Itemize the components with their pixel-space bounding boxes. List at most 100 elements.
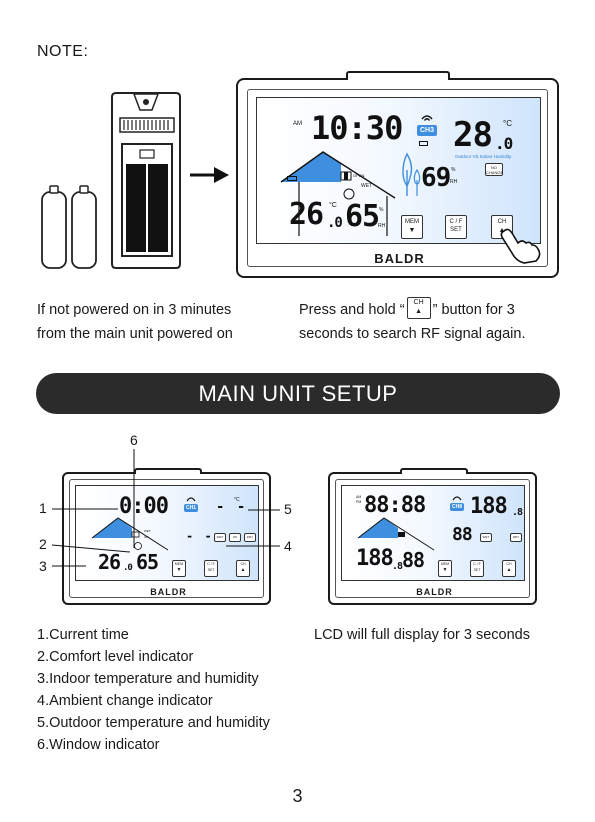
indoor-vs-outdoor-label: Outdoor VS Indoor Humidity xyxy=(455,154,512,159)
callout-6: 6 xyxy=(130,432,138,448)
right-outdoor-temp-decimal: .8 xyxy=(512,507,523,518)
set-button-label: SET xyxy=(450,227,462,233)
indoor-temperature: 26 xyxy=(289,197,324,232)
legend-list: 1.Current time 2.Comfort level indicator… xyxy=(37,624,270,756)
mem-button[interactable]: MEM ▼ xyxy=(401,215,423,239)
right-indoor-temperature: 188 xyxy=(356,546,394,571)
left-wet-label: WET xyxy=(144,529,151,533)
right-channel-label: CH xyxy=(451,503,460,510)
tree-icon xyxy=(402,152,421,196)
left-dry-indicator: DRY xyxy=(244,533,256,542)
clock-display: 10:30 xyxy=(311,109,403,147)
channel-label: CH xyxy=(419,127,431,134)
legend-item: 3.Indoor temperature and humidity xyxy=(37,671,259,687)
legend-item: 4.Ambient change indicator xyxy=(37,693,213,709)
left-out-unit: °C xyxy=(234,497,240,503)
caption-search-rf-line2: seconds to search RF signal again. xyxy=(299,326,526,342)
right-ch-button[interactable]: CH ▲ xyxy=(502,560,516,577)
left-indoor-temp-decimal: .0 xyxy=(123,563,133,573)
device-brand: BALDR xyxy=(374,251,425,266)
left-device-brand: BALDR xyxy=(150,587,187,597)
right-cf-label: C / F xyxy=(473,562,481,566)
page-number: 3 xyxy=(292,786,303,806)
right-ch-up-icon: ▲ xyxy=(506,566,512,573)
left-mid-dashes: - - xyxy=(186,529,214,543)
left-indoor-temperature: 26 xyxy=(98,550,121,574)
outdoor-temp-unit: °C xyxy=(503,119,512,128)
main-unit-left: 0:00 CH1 °C - - WET OK - - WET OK DRY 26… xyxy=(62,468,271,605)
outdoor-temperature-decimal: .0 xyxy=(495,134,513,153)
callout-5: 5 xyxy=(284,501,292,517)
legend-item: 5.Outdoor temperature and humidity xyxy=(37,715,270,731)
house-window-icon xyxy=(280,151,396,236)
no-change-indicator: NO CHANGE xyxy=(485,163,503,176)
left-ok-label: OK xyxy=(144,535,149,539)
channel-number: 3 xyxy=(430,127,435,134)
main-unit-setup-banner: MAIN UNIT SETUP xyxy=(36,373,560,414)
right-mem-label: MEM xyxy=(440,562,450,566)
right-mem-down-icon: ▼ xyxy=(442,566,448,573)
outdoor-hum-unit: % xyxy=(451,167,456,173)
cf-set-button[interactable]: C / F SET xyxy=(445,215,467,239)
right-device-brand: BALDR xyxy=(416,587,453,597)
callout-2: 2 xyxy=(39,536,47,552)
caption-search-rf: Press and hold “CH▲” button for 3 second… xyxy=(299,297,569,346)
inline-ch-label: CH xyxy=(413,299,424,307)
indoor-temperature-decimal: .0 xyxy=(327,215,343,231)
right-indoor-temp-decimal: .8 xyxy=(392,561,403,572)
callout-4: 4 xyxy=(284,538,292,554)
left-ch-button[interactable]: CH ▲ xyxy=(236,560,250,577)
device-bezel xyxy=(247,89,548,267)
caption-search-rf-a: Press and hold “ xyxy=(299,302,405,318)
right-mem-button[interactable]: MEM ▼ xyxy=(438,560,452,577)
inline-ch-button: CH▲ xyxy=(406,297,431,320)
indoor-hum-unit: % xyxy=(379,207,384,213)
cf-button-label: C / F xyxy=(449,219,463,225)
caption-search-rf-b: ” button for 3 xyxy=(432,302,515,318)
lcd-screen-right: AM PM 88:88 CH8 188 .8 88 WET DRY 188 .8… xyxy=(341,485,525,581)
right-set-label: SET xyxy=(473,567,481,572)
right-channel-badge: CH8 xyxy=(450,503,464,511)
inline-ch-up-icon: ▲ xyxy=(415,308,423,316)
indoor-temp-unit: °C xyxy=(329,202,337,209)
arrow-right-icon xyxy=(190,167,229,183)
note-label: NOTE: xyxy=(37,43,89,60)
lcd-screen-left: 0:00 CH1 °C - - WET OK - - WET OK DRY 26… xyxy=(75,485,259,581)
left-channel-number: 1 xyxy=(193,504,196,511)
left-ch-up-icon: ▲ xyxy=(240,566,246,573)
left-signal-icon xyxy=(186,497,196,502)
right-outdoor-temperature: 188 xyxy=(470,494,508,519)
battery-icon xyxy=(419,141,428,146)
left-cf-set-button[interactable]: C / F SET xyxy=(204,560,218,577)
outdoor-humidity: 69 xyxy=(421,163,451,193)
device-top-tab xyxy=(346,71,450,80)
left-ok-indicator: OK xyxy=(229,533,241,542)
left-set-label: SET xyxy=(207,567,215,572)
right-channel-number: 8 xyxy=(459,503,462,510)
device-left-tab xyxy=(134,468,202,474)
right-am-indicator: AM xyxy=(356,495,362,499)
outdoor-temperature: 28 xyxy=(453,115,493,155)
no-change-line2: CHANGE xyxy=(486,170,504,175)
outdoor-rh-label: RH xyxy=(450,179,458,185)
caption-power-on-line1: If not powered on in 3 minutes xyxy=(37,302,232,318)
device-left-bezel xyxy=(69,479,264,598)
channel-badge: CH3 xyxy=(417,125,437,136)
window-open-label: OPEN xyxy=(353,173,365,178)
left-mem-label: MEM xyxy=(174,562,184,566)
right-outdoor-humidity: 88 xyxy=(452,524,473,545)
left-mem-button[interactable]: MEM ▼ xyxy=(172,560,186,577)
left-indoor-humidity: 65 xyxy=(136,550,159,574)
left-house-icon xyxy=(91,517,169,551)
legend-item: 6.Window indicator xyxy=(37,737,160,753)
ch-button-label: CH xyxy=(497,219,507,225)
indoor-battery-icon xyxy=(287,176,297,181)
device-right-bezel xyxy=(335,479,530,598)
main-unit-right: AM PM 88:88 CH8 188 .8 88 WET DRY 188 .8… xyxy=(328,468,537,605)
left-clock-display: 0:00 xyxy=(119,494,169,519)
right-cf-set-button[interactable]: C / F SET xyxy=(470,560,484,577)
left-mem-down-icon: ▼ xyxy=(176,566,182,573)
indoor-rh-label: RH xyxy=(378,223,386,229)
device-right-tab xyxy=(400,468,468,474)
callout-1: 1 xyxy=(39,500,47,516)
